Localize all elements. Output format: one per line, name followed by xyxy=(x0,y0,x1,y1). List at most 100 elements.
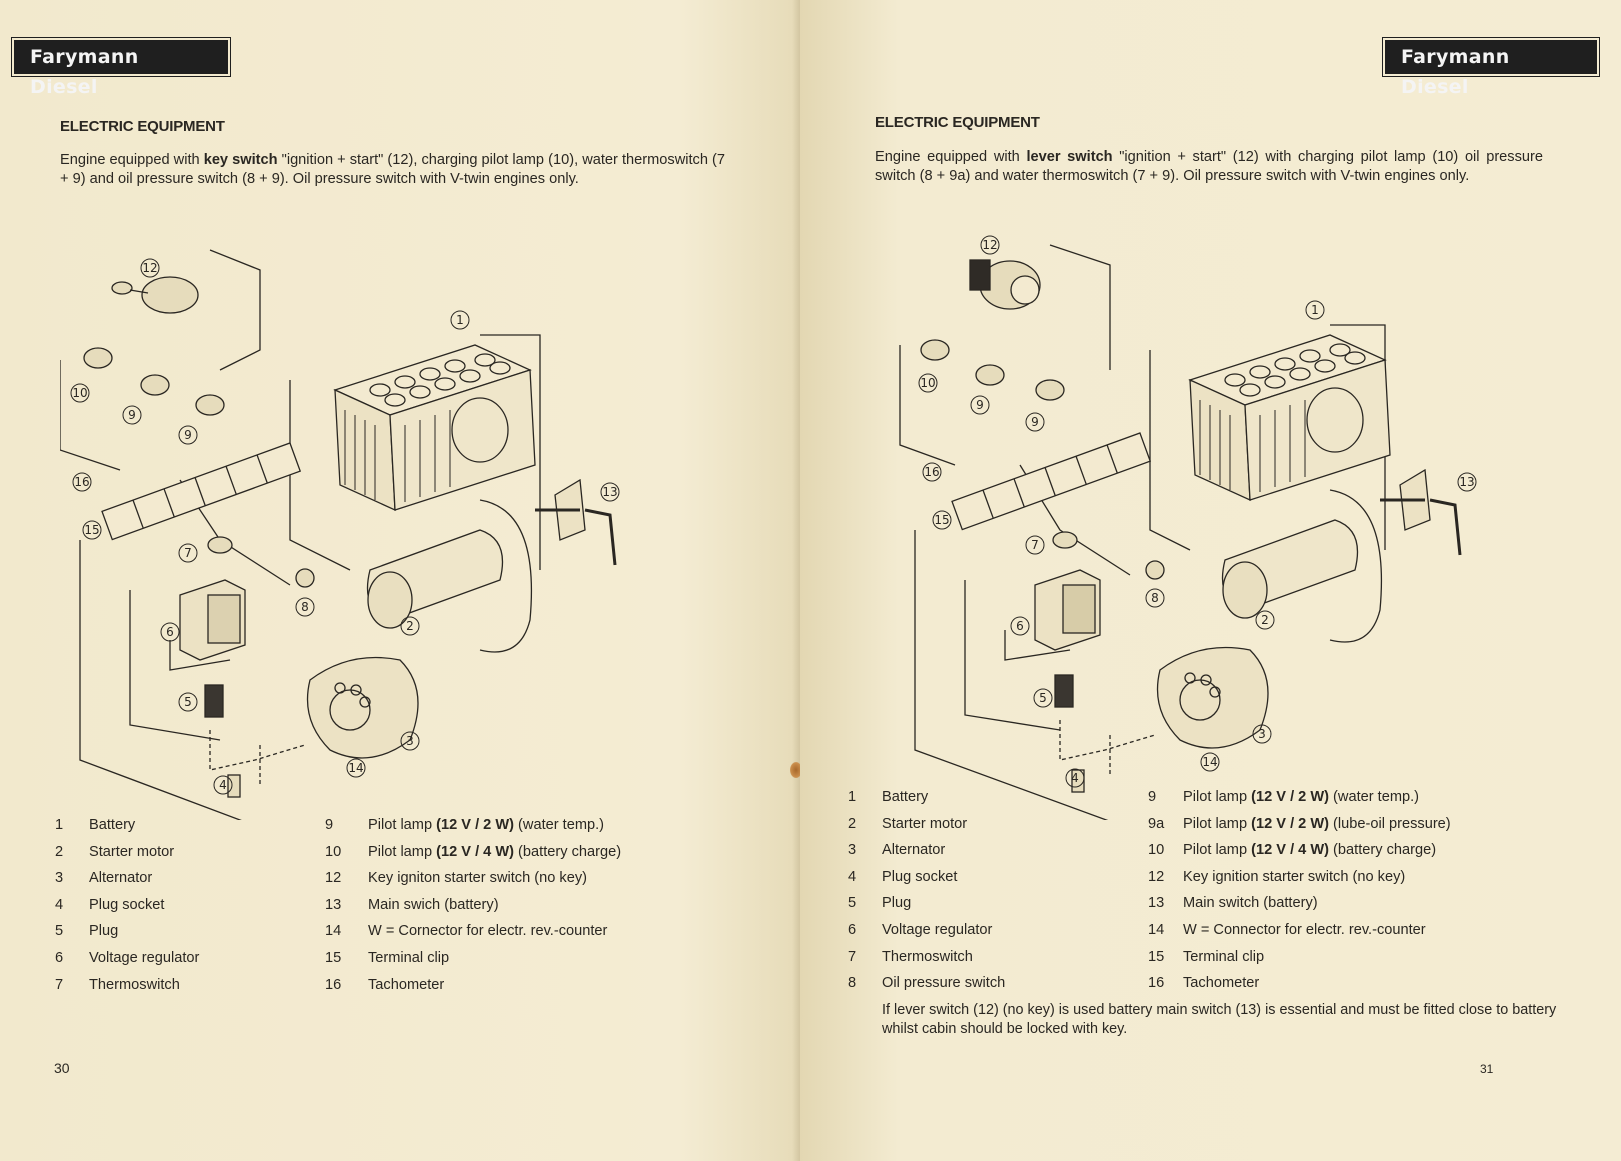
main-switch xyxy=(535,478,617,566)
legend-number: 13 xyxy=(1148,895,1165,912)
legend-number: 15 xyxy=(1148,948,1165,965)
oil-pressure-switch xyxy=(1145,560,1165,580)
legend-text: Alternator xyxy=(882,842,946,859)
legend-text: Pilot lamp (12 V / 2 W) (water temp.) xyxy=(368,817,604,833)
terminal-strip xyxy=(951,432,1152,531)
svg-text:4: 4 xyxy=(219,778,227,792)
legend-number: 16 xyxy=(1148,975,1165,992)
legend-number: 9 xyxy=(1148,789,1157,805)
svg-text:14: 14 xyxy=(1202,755,1217,769)
legend-text: Plug xyxy=(89,923,119,940)
legend-number: 1 xyxy=(848,789,857,805)
callout-1: 1 xyxy=(450,310,470,330)
legend-text: Pilot lamp (12 V / 2 W) (water temp.) xyxy=(1183,789,1419,805)
starter-motor xyxy=(366,499,533,653)
legend-text-a: Pilot lamp xyxy=(368,817,437,833)
plug xyxy=(1054,674,1074,708)
svg-text:8: 8 xyxy=(1151,591,1159,605)
callout-2: 2 xyxy=(400,616,420,636)
callout-3: 3 xyxy=(400,731,420,751)
legend-number: 2 xyxy=(55,843,64,860)
legend-number: 13 xyxy=(325,896,342,913)
callout-9: 9 xyxy=(970,395,990,415)
legend-text-c: (water temp.) xyxy=(1329,789,1420,805)
legend-number: 2 xyxy=(848,815,857,832)
legend-number: 4 xyxy=(55,896,64,913)
svg-text:14: 14 xyxy=(348,761,363,775)
callout-12: 12 xyxy=(140,258,160,278)
legend-text: Starter motor xyxy=(89,843,175,860)
legend-text: Main swich (battery) xyxy=(368,897,499,913)
svg-text:7: 7 xyxy=(1031,538,1039,552)
legend-text-a: Pilot lamp xyxy=(1183,842,1252,859)
legend-number: 12 xyxy=(325,870,342,887)
legend-text-a: Tachometer xyxy=(1183,975,1260,992)
legend-number: 3 xyxy=(848,842,857,859)
legend-text: Terminal clip xyxy=(1183,949,1264,965)
svg-text:8: 8 xyxy=(301,600,309,614)
legend-text: Plug socket xyxy=(89,896,165,913)
callout-5: 5 xyxy=(1033,688,1053,708)
legend-text: Voltage regulator xyxy=(89,950,200,966)
svg-text:1: 1 xyxy=(1311,303,1319,317)
legend-text: Plug socket xyxy=(882,868,958,885)
legend-text: Battery xyxy=(882,789,929,805)
wire xyxy=(60,360,121,471)
svg-text:6: 6 xyxy=(166,625,174,639)
intro-paragraph: Engine equipped with key switch "ignitio… xyxy=(60,152,726,187)
svg-text:2: 2 xyxy=(1261,613,1269,627)
wire xyxy=(169,640,231,671)
paper-stain xyxy=(790,762,802,778)
legend-rating: (12 V / 4 W) xyxy=(1251,842,1329,859)
pilot-lamp-9a xyxy=(195,394,225,416)
legend-text-a: Pilot lamp xyxy=(1183,789,1252,805)
intro-paragraph: Engine equipped with lever switch "ignit… xyxy=(875,149,1543,184)
callout-9a: 9 xyxy=(1025,412,1045,432)
wire xyxy=(899,345,956,466)
svg-text:9: 9 xyxy=(128,408,136,422)
legend-number: 1 xyxy=(55,817,64,833)
callout-14: 14 xyxy=(346,758,366,778)
legend-text-a: Key igniton starter switch (no key) xyxy=(368,870,587,887)
wire xyxy=(289,380,351,571)
legend-number: 8 xyxy=(848,975,857,992)
svg-text:12: 12 xyxy=(142,261,157,275)
wire xyxy=(209,249,261,371)
legend-number: 12 xyxy=(1148,868,1165,885)
callout-16: 16 xyxy=(922,462,942,482)
callout-15: 15 xyxy=(932,510,952,530)
callout-9: 9 xyxy=(122,405,142,425)
svg-text:3: 3 xyxy=(406,734,414,748)
wire xyxy=(480,334,541,570)
legend-text: Key igniton starter switch (no key) xyxy=(368,870,587,886)
voltage-regulator xyxy=(179,579,246,661)
legend-rating: (12 V / 2 W) xyxy=(1251,815,1329,832)
legend-number: 9 xyxy=(325,817,334,833)
thermoswitch xyxy=(1052,531,1078,549)
legend-text: Thermoswitch xyxy=(89,976,180,993)
legend-text-a: Terminal clip xyxy=(1183,948,1265,965)
legend-text-c: (water temp.) xyxy=(514,817,605,833)
pilot-lamp-9 xyxy=(975,364,1005,386)
page-heading: ELECTRIC EQUIPMENT xyxy=(60,118,225,135)
brand-logo: Farymann Diesel xyxy=(11,37,231,98)
alternator xyxy=(1156,646,1269,749)
pilot-lamp-9a xyxy=(1035,379,1065,401)
wire xyxy=(1149,350,1191,551)
footnote: If lever switch (12) (no key) is used ba… xyxy=(882,1002,1557,1037)
legend-number: 7 xyxy=(848,948,857,965)
svg-text:9: 9 xyxy=(1031,415,1039,429)
legend-text: Voltage regulator xyxy=(882,922,993,938)
callout-7: 7 xyxy=(178,543,198,563)
legend-rating: (12 V / 4 W) xyxy=(436,843,514,860)
svg-text:1: 1 xyxy=(456,313,464,327)
legend-number: 15 xyxy=(325,950,342,966)
legend-number: 10 xyxy=(1148,842,1165,859)
legend-number: 4 xyxy=(848,868,857,885)
legend-text: Thermoswitch xyxy=(882,948,973,965)
callout-10: 10 xyxy=(70,383,90,403)
wiring-diagram-key-switch: 1 2 3 4 5 6 7 8 9 9 10 12 13 14 15 16 xyxy=(60,249,620,820)
callout-6: 6 xyxy=(160,622,180,642)
lever-ignition-switch xyxy=(969,259,1041,310)
